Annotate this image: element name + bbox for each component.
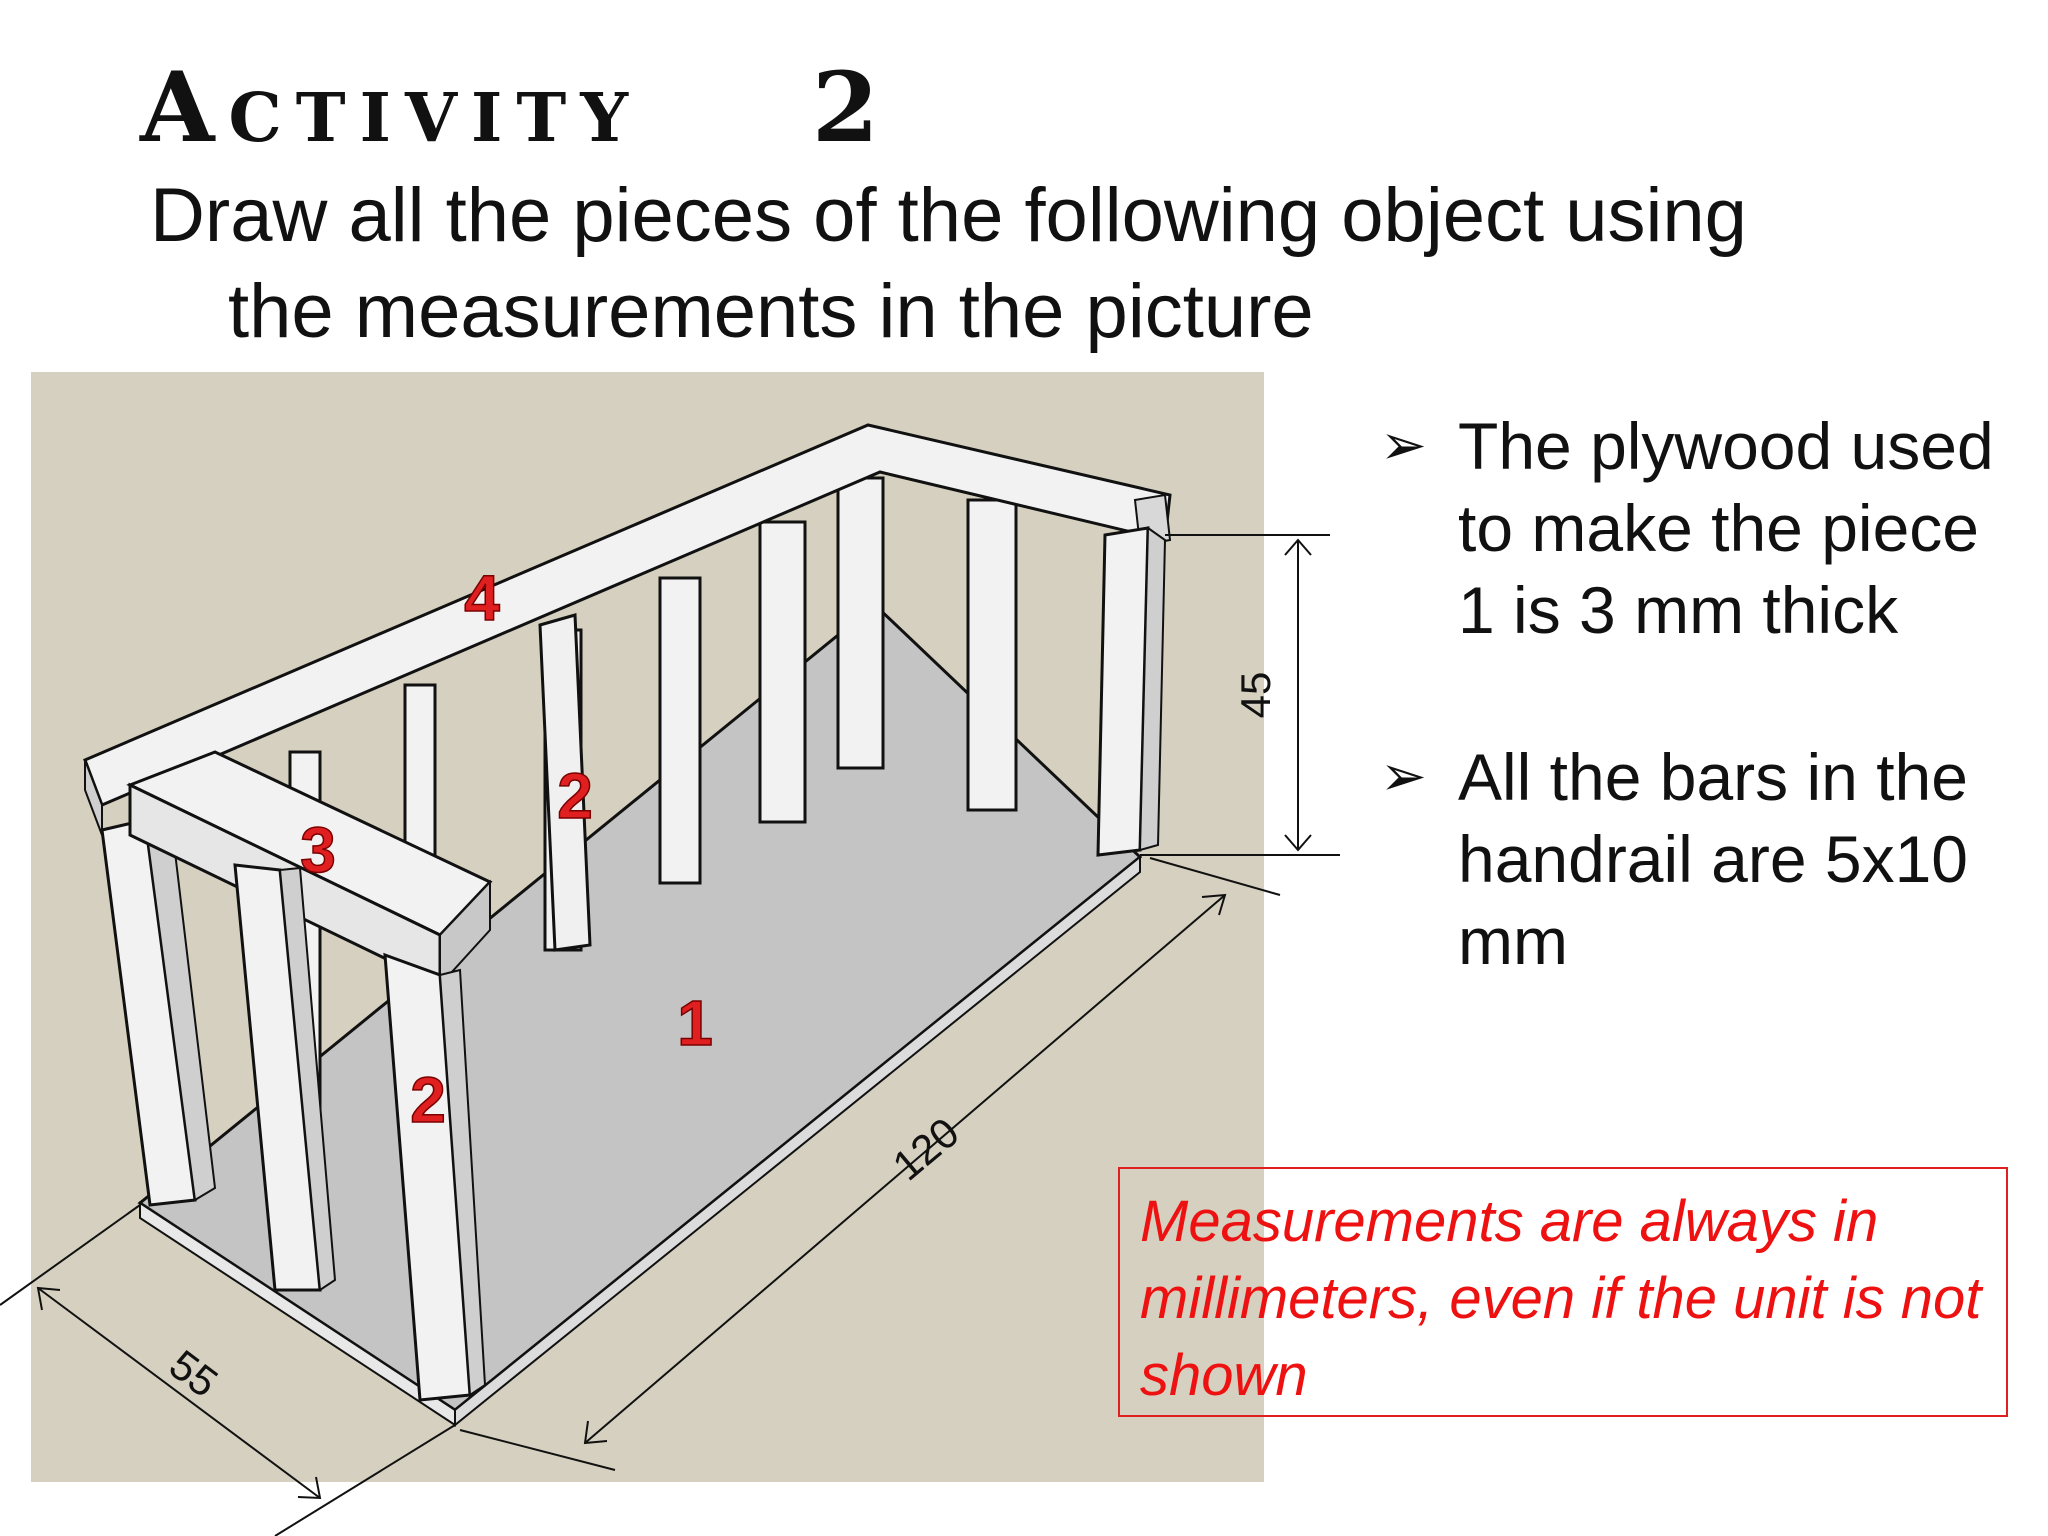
- label-bar-front: 2: [410, 1064, 446, 1136]
- back-bar: [836, 476, 885, 770]
- label-bar-back: 2: [557, 760, 593, 832]
- label-floor: 1: [677, 987, 713, 1059]
- right-post-side: [1138, 526, 1167, 852]
- units-note-text: Measurements are always in millimeters, …: [1140, 1189, 1982, 1408]
- dimension-width: [0, 1204, 456, 1536]
- instruction-text: Draw all the pieces of the following obj…: [150, 168, 1747, 360]
- front-bar-labelled-side: [438, 968, 487, 1397]
- label-rail-top: 4: [464, 562, 500, 634]
- bullet-plywood: ➢ The plywood used to make the piece 1 i…: [1380, 405, 2020, 651]
- dimension-height-label: 45: [1232, 672, 1279, 719]
- label-rail-side: 3: [300, 814, 336, 886]
- dimension-height: [1140, 534, 1340, 856]
- dimension-length: [459, 857, 1281, 1471]
- title-number: 2: [812, 51, 879, 164]
- notes-list: ➢ The plywood used to make the piece 1 i…: [1380, 405, 2020, 1067]
- back-bar-labelled: [538, 613, 592, 952]
- title-word: Activity: [140, 51, 643, 164]
- floor-side-edge: [454, 854, 1141, 1428]
- instruction-line-1: Draw all the pieces of the following obj…: [150, 173, 1747, 258]
- front-bar-side: [278, 866, 337, 1292]
- bullet-text: All the bars in the handrail are 5x10 mm: [1458, 740, 1969, 978]
- arrow-bullet-icon: ➢: [1380, 413, 1427, 478]
- units-note: Measurements are always in millimeters, …: [1118, 1167, 2008, 1417]
- dimension-width-label: 55: [161, 1341, 227, 1407]
- back-bar: [758, 520, 807, 824]
- back-bar: [658, 576, 702, 885]
- arrow-bullet-icon: ➢: [1380, 744, 1427, 809]
- bullet-bars: ➢ All the bars in the handrail are 5x10 …: [1380, 736, 2020, 982]
- instruction-line-2: the measurements in the picture: [228, 269, 1314, 354]
- back-bar: [966, 498, 1018, 812]
- side-rail-end: [439, 879, 491, 988]
- bullet-text: The plywood used to make the piece 1 is …: [1458, 409, 1994, 647]
